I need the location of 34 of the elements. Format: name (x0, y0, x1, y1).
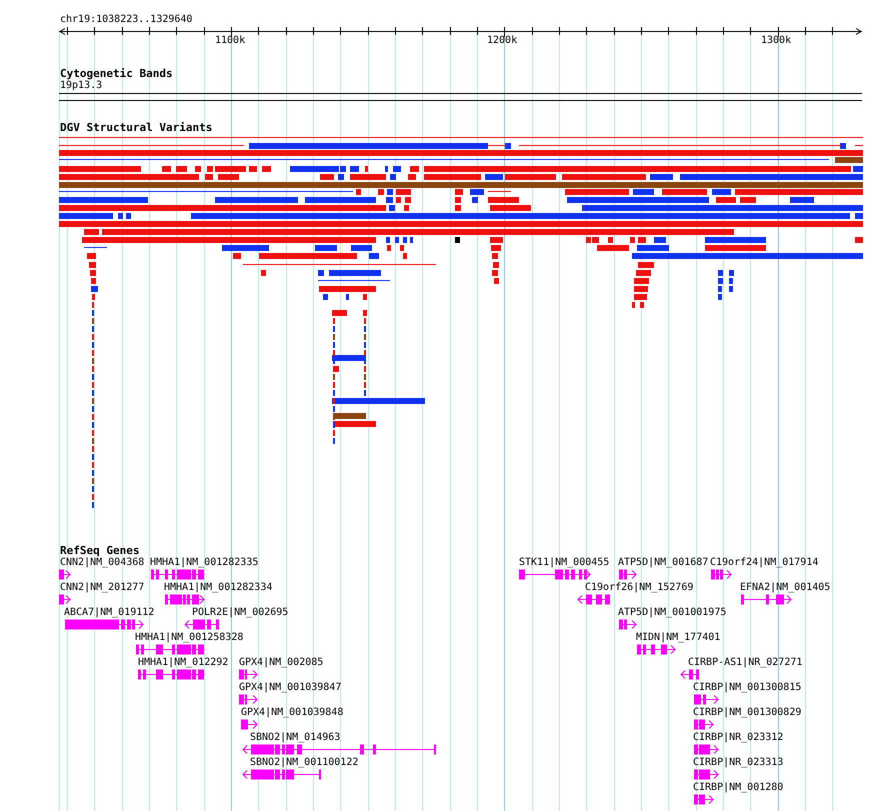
gene-label: CIRBP-AS1|NR_027271 (688, 657, 802, 668)
gene-label: HMHA1|NM_001282335 (150, 557, 258, 568)
gene-label: ABCA7|NM_019112 (64, 607, 154, 618)
gene-label: MIDN|NM_177401 (636, 632, 720, 643)
gene-label: C19orf26|NM_152769 (585, 582, 694, 593)
gene-label: SBNO2|NM_014963 (250, 732, 340, 743)
gene-label: CNN2|NM_004368 (60, 557, 144, 568)
gene-label: CIRBP|NM_001280 (693, 782, 784, 793)
track-title: DGV Structural Variants (60, 122, 212, 133)
gene-label: C19orf24|NM_017914 (710, 557, 818, 568)
track-title: RefSeq Genes (60, 545, 140, 556)
gene-label: GPX4|NM_001039847 (239, 682, 342, 693)
gene-label: CIRBP|NR_023312 (693, 732, 784, 743)
scale-label: 1200k (487, 35, 518, 46)
gene-label: GPX4|NM_001039848 (241, 707, 344, 718)
scale-label: 1300k (761, 35, 792, 46)
gene-label: HMHA1|NM_001282334 (164, 582, 272, 593)
gene-label: HMHA1|NM_012292 (138, 657, 228, 668)
gene-label: GPX4|NM_002085 (239, 657, 324, 668)
gene-label: HMHA1|NM_001258328 (135, 632, 244, 643)
gene-label: CNN2|NM_201277 (60, 582, 144, 593)
gene-label: SBNO2|NM_001100122 (250, 757, 358, 768)
gene-label: CIRBP|NM_001300829 (693, 707, 802, 718)
gene-label: ATP5D|NM_001687 (618, 557, 708, 568)
gene-label: EFNA2|NM_001405 (740, 582, 830, 593)
band-label: 19p13.3 (60, 80, 102, 91)
region-coordinates: chr19:1038223..1329640 (60, 14, 192, 25)
gene-label: CIRBP|NR_023313 (693, 757, 784, 768)
gene-label: STK11|NM_000455 (519, 557, 610, 568)
gene-label: ATP5D|NM_001001975 (618, 607, 726, 618)
track-title: Cytogenetic Bands (60, 68, 173, 79)
scale-label: 1100k (215, 35, 246, 46)
gene-label: POLR2E|NM_002695 (192, 607, 288, 618)
gene-label: CIRBP|NM_001300815 (693, 682, 802, 693)
